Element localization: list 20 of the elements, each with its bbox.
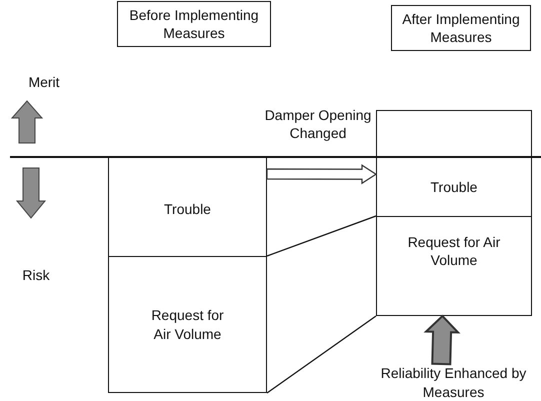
- box-text: Request for Air Volume: [406, 233, 502, 270]
- box-text: Trouble: [430, 178, 478, 196]
- box-text: Before Implementing Measures: [128, 6, 260, 42]
- connector-line: [266, 316, 376, 394]
- box-text: Request for Air Volume: [150, 306, 225, 343]
- heading-box: [117, 1, 271, 47]
- stack-box: [376, 216, 532, 316]
- connector-line: [266, 215, 376, 257]
- side-label: Merit: [27, 73, 61, 92]
- box-text: Trouble: [164, 200, 211, 218]
- stack-box: [108, 157, 267, 257]
- block-arrow: [424, 314, 460, 366]
- empty-box: [376, 110, 532, 158]
- caption-text: Reliability Enhanced by Measures: [380, 364, 528, 401]
- heading-box: [391, 5, 531, 51]
- stack-box: [376, 157, 532, 217]
- stack-box: [108, 256, 267, 393]
- box-text: After Implementing Measures: [401, 10, 521, 46]
- side-label: Risk: [21, 266, 51, 284]
- block-arrow: [266, 164, 378, 184]
